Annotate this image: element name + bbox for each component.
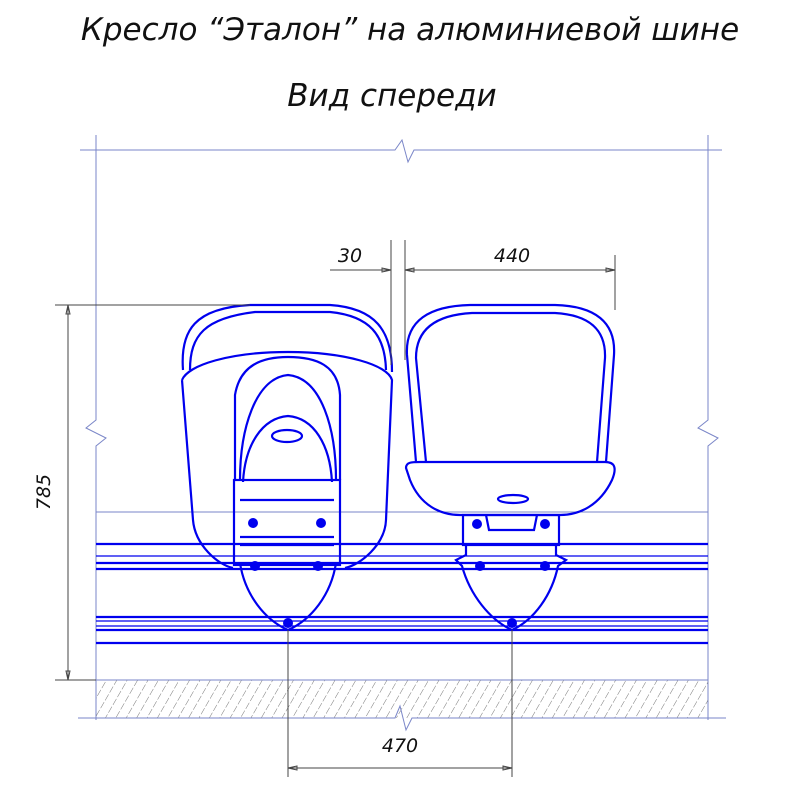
seat-arch-inner [238, 373, 338, 481]
mount-bracket [461, 513, 561, 547]
bolt [248, 518, 258, 528]
dimension-470-label: 470 [382, 735, 418, 757]
drawing-title: Кресло “Эталон” на алюминиевой шине [81, 12, 739, 48]
bolt [475, 561, 485, 571]
seat-handle [496, 493, 530, 505]
aluminium-rail [96, 511, 708, 645]
bolt [507, 618, 517, 628]
dimension-470: 470 [287, 630, 513, 777]
dimension-30-label: 30 [338, 245, 362, 267]
backrest-top [181, 303, 394, 373]
dimension-440: 440 [404, 245, 616, 310]
dimension-30: 30 [330, 240, 406, 365]
bolt [313, 561, 323, 571]
bolt [250, 561, 260, 571]
seat-handle [270, 428, 304, 444]
seat-left-folded [180, 303, 394, 632]
backrest-shell [180, 350, 394, 570]
bolt [540, 519, 550, 529]
bolt [540, 561, 550, 571]
right-break-line [697, 135, 719, 720]
seat-arch-outer [233, 355, 342, 480]
dimension-440-label: 440 [494, 245, 530, 267]
top-break-line [80, 138, 722, 164]
backrest-inner [414, 311, 607, 463]
floor-hatch [96, 680, 708, 718]
mount-bracket [232, 478, 342, 567]
left-break-line [85, 135, 107, 720]
bolt [472, 519, 482, 529]
bottom-break-line [78, 704, 726, 732]
drawing-subtitle: Вид спереди [287, 78, 496, 114]
bolt [283, 618, 293, 628]
bolt [316, 518, 326, 528]
seat-right-open [404, 303, 616, 632]
dimension-785: 785 [33, 304, 250, 681]
backrest-outer [405, 303, 616, 463]
seat-pan [404, 460, 616, 517]
dimension-785-label: 785 [33, 474, 55, 510]
